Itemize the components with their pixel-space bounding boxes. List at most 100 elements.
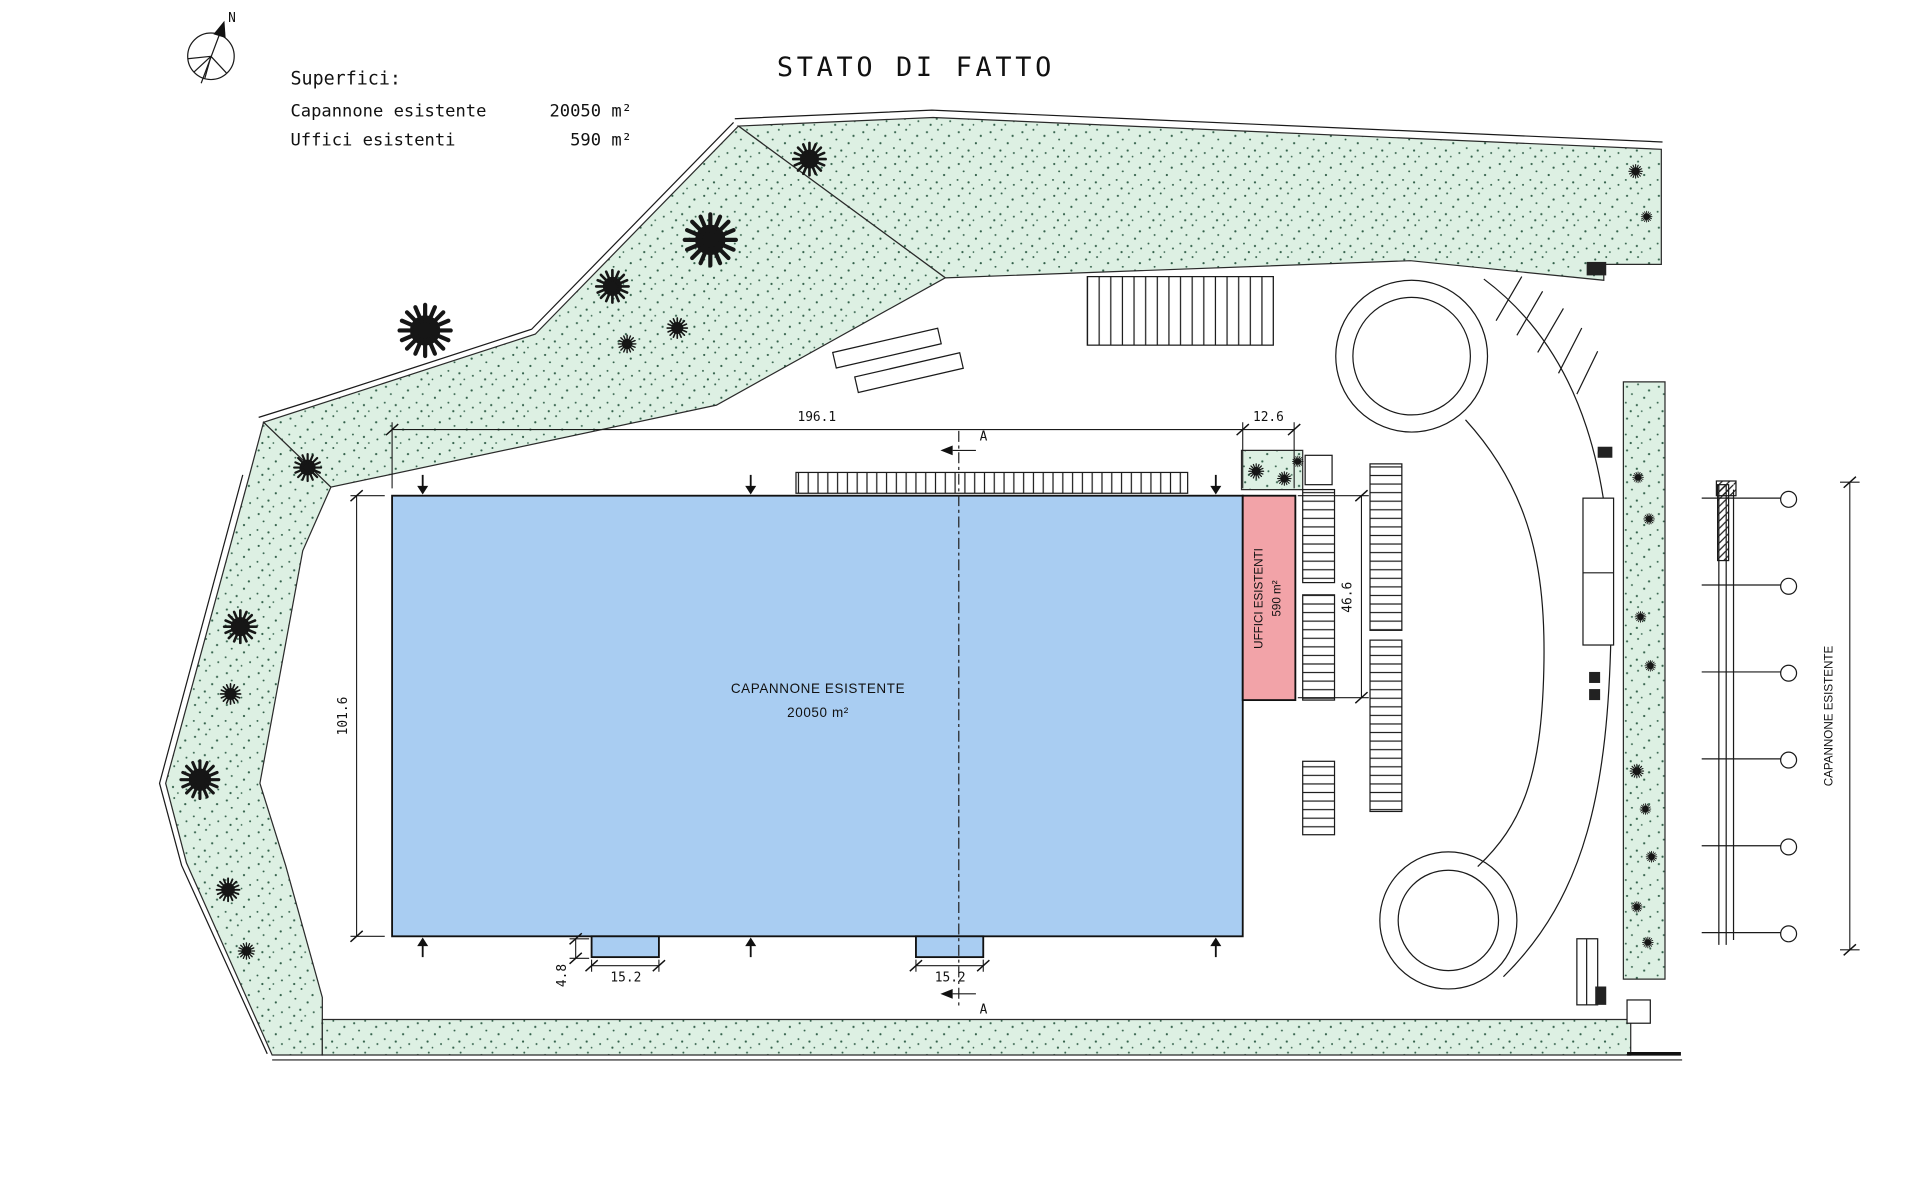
parking-stalls (1302, 594, 1336, 701)
warehouse-area (391, 494, 1244, 938)
turning-circle-top (1335, 279, 1489, 433)
offices-area (1241, 494, 1297, 702)
utility-box (1595, 986, 1607, 1005)
utility-box (1586, 261, 1607, 276)
driveway-curves (1335, 276, 1612, 990)
green-left-band (165, 421, 332, 1056)
tree-icon (1632, 471, 1644, 484)
entrance-arrow-icon (1209, 473, 1223, 496)
tree-icon (594, 268, 630, 304)
entrance-arrow-icon (744, 936, 758, 959)
tree-icon (1277, 471, 1292, 486)
utility-box (1589, 689, 1601, 701)
tree-icon (237, 942, 256, 960)
road-markings (1495, 276, 1599, 395)
tree-icon (293, 452, 323, 483)
tree-icon (1640, 210, 1653, 223)
compass: N (187, 11, 236, 84)
tree-icon (1642, 936, 1654, 949)
page-title: STATO DI FATTO (777, 52, 1055, 83)
ramp (831, 327, 942, 369)
offices-label: UFFICI ESISTENTI (1252, 548, 1265, 649)
parking-stalls (1369, 463, 1403, 631)
canopy-strip (795, 471, 1189, 494)
column-footing (1780, 751, 1798, 769)
tree-icon (179, 759, 221, 801)
tree-icon (617, 334, 637, 354)
tree-icon (1629, 763, 1645, 779)
tree-icon (1628, 164, 1643, 179)
turning-circle-bottom (1379, 851, 1518, 990)
tree-icon (215, 877, 241, 903)
entrance-arrow-icon (744, 473, 758, 496)
kiosk (1304, 454, 1333, 486)
elevation-label: CAPANNONE ESISTENTE (1823, 646, 1836, 787)
green-right-strip (1622, 381, 1666, 980)
parking-stalls (1302, 488, 1336, 584)
section-markers: A A (940, 430, 988, 1017)
warehouse-label: CAPANNONE ESISTENTE (731, 681, 905, 696)
legend-heading: Superfici: (291, 68, 401, 89)
entrance-arrow-icon (416, 936, 430, 959)
tree-icon (219, 683, 242, 705)
legend-row-value: 20050 m² (549, 101, 631, 121)
dim-offices-width: 12.6 (1253, 410, 1284, 425)
utility-box (1597, 446, 1613, 458)
tree-icon (685, 214, 736, 265)
column-footing (1780, 838, 1798, 856)
green-bottom-strip (321, 1018, 1632, 1056)
section-label-bottom: A (980, 1002, 988, 1017)
section-arrow-icon (940, 445, 953, 456)
column-footing (1780, 925, 1798, 943)
stairs (1086, 275, 1274, 346)
legend-row-label: Capannone esistente (291, 101, 487, 121)
compass-circle (187, 32, 235, 81)
section-label-top: A (980, 430, 988, 445)
dim-bay2: 15.2 (935, 971, 966, 986)
tree-icon (400, 305, 451, 356)
dim-offices-height: 46.6 (1341, 582, 1356, 613)
north-label: N (228, 11, 236, 26)
dim-top-width: 196.1 (797, 410, 836, 425)
dim-recess: 4.8 (555, 964, 570, 987)
legend-row-label: Uffici esistenti (291, 131, 456, 151)
tree-icon (791, 141, 827, 177)
loading-bay (915, 935, 985, 959)
green-offices-patch (1240, 449, 1304, 491)
elevation-view: CAPANNONE ESISTENTE (1701, 475, 1860, 957)
tree-icon (1643, 513, 1655, 525)
ramp (854, 352, 965, 394)
tree-icon (1634, 611, 1647, 623)
column-footing (1780, 577, 1798, 595)
warehouse-area-label: 20050 m² (787, 705, 849, 720)
dim-left-height: 101.6 (336, 697, 351, 736)
manhole (1626, 999, 1651, 1024)
tree-icon (666, 317, 689, 339)
header: STATO DI FATTO Superfici: Capannone esis… (291, 52, 1055, 151)
shed (1582, 497, 1615, 646)
loading-bay (590, 935, 660, 959)
roof-slab (1715, 480, 1737, 497)
column-footing (1780, 490, 1798, 508)
dimensions: 196.1 12.6 101.6 46.6 15.2 15.2 4.8 (336, 410, 1369, 987)
entrance-arrow-icon (1209, 936, 1223, 959)
tree-icon (1645, 850, 1658, 863)
outdoor-structures (795, 261, 1681, 1056)
utility-box (1589, 671, 1601, 683)
legend-row-value: 590 m² (570, 131, 632, 151)
section-arrow-icon (940, 988, 953, 999)
dim-bay1: 15.2 (610, 971, 641, 986)
offices-area-label: 590 m² (1271, 580, 1284, 616)
landscaped-areas (165, 116, 1666, 1056)
site-boundary-lines (158, 109, 1683, 1061)
parking-stalls (1302, 760, 1336, 836)
entrance-arrow-icon (416, 473, 430, 496)
parking-stalls (1369, 639, 1403, 813)
tree-icon (222, 609, 258, 645)
tree-icon (1248, 463, 1265, 480)
tree-icon (1631, 901, 1643, 913)
warehouse-block: CAPANNONE ESISTENTE 20050 m² UFFICI ESIS… (391, 430, 1297, 1007)
tree-icon (1639, 803, 1652, 815)
